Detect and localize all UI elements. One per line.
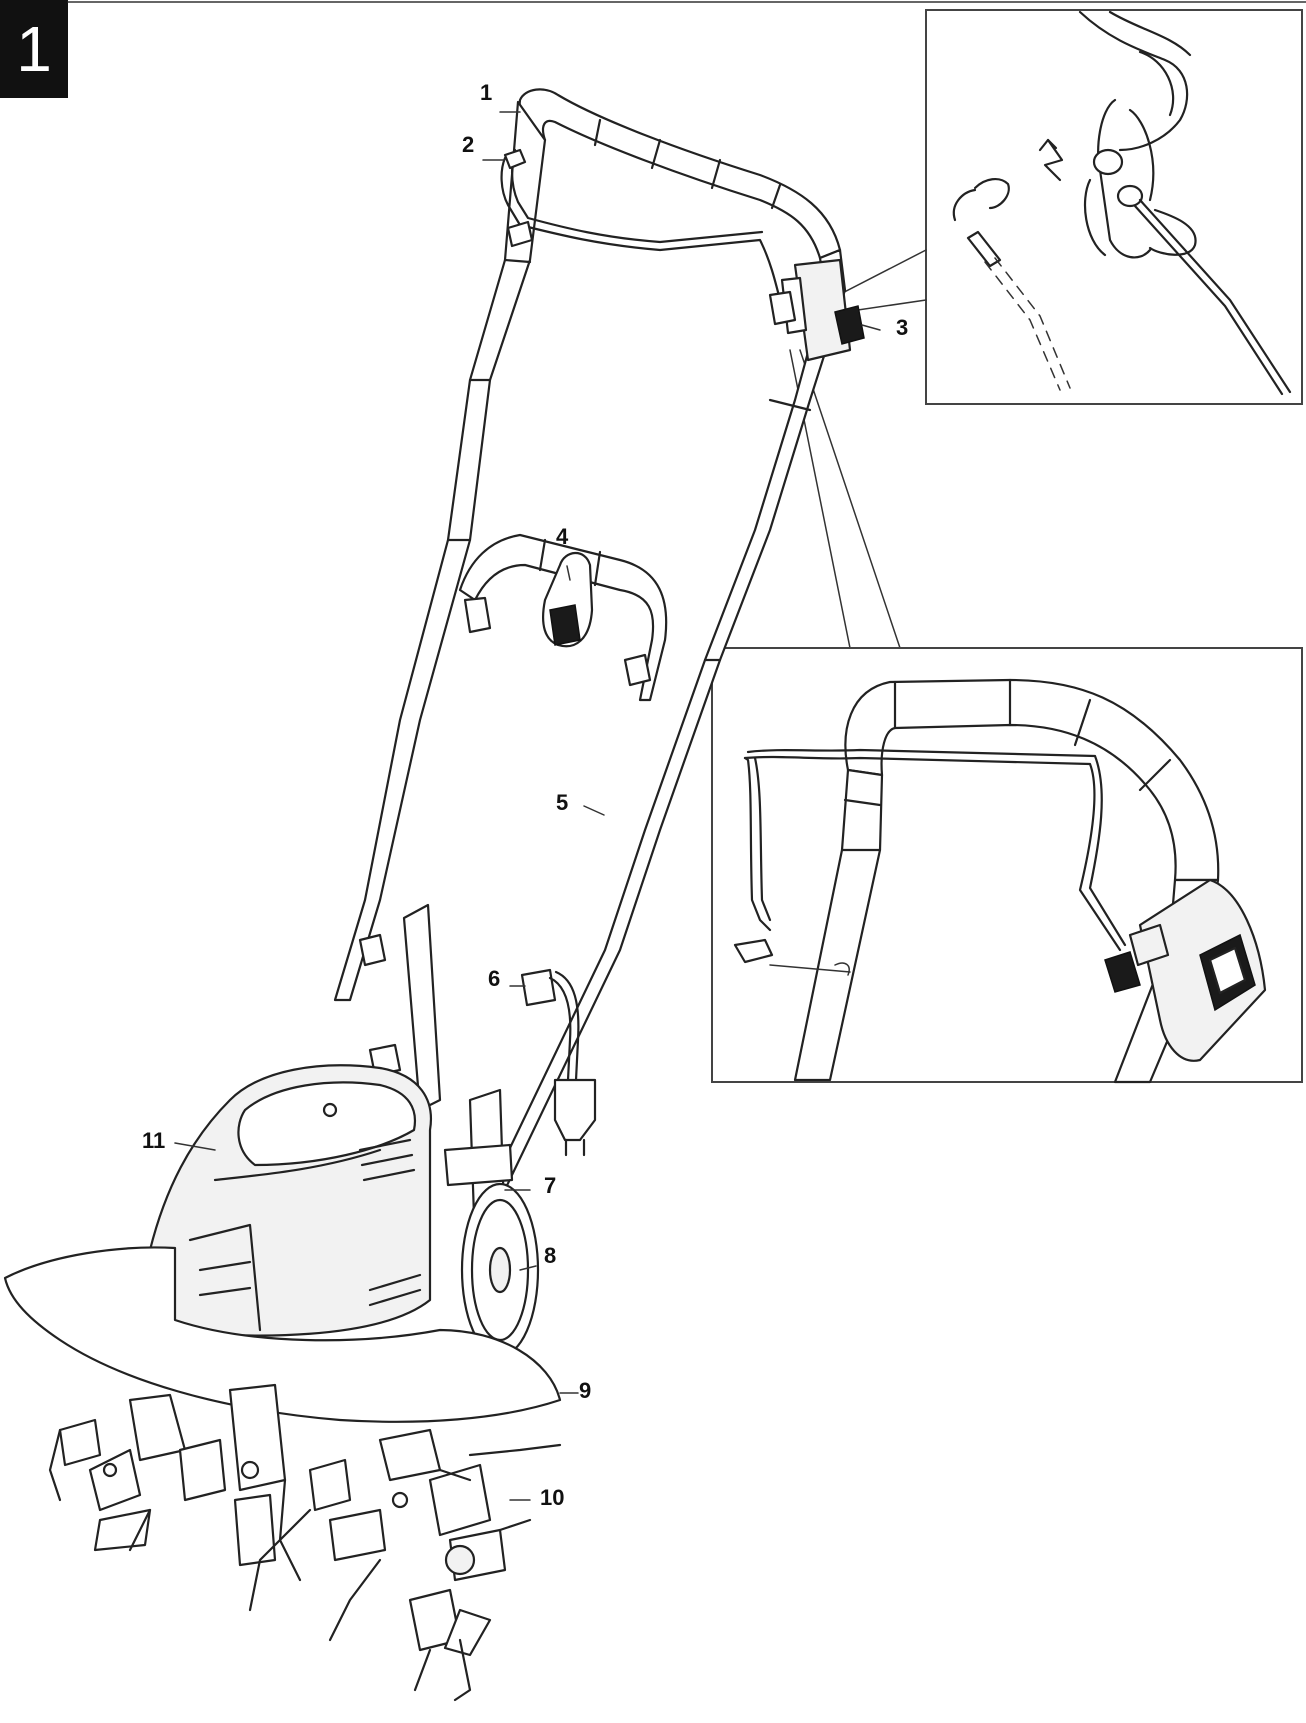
callout-7: 7 bbox=[544, 1173, 557, 1198]
callout-3: 3 bbox=[896, 315, 909, 340]
inset-cable-strain-relief bbox=[925, 9, 1303, 405]
figure-number-badge: 1 bbox=[0, 0, 68, 98]
leader-3 bbox=[861, 324, 881, 331]
inset-top-frame bbox=[925, 9, 1303, 405]
leader-11 bbox=[174, 1142, 216, 1151]
callout-5: 5 bbox=[556, 790, 569, 815]
leader-8 bbox=[519, 1265, 537, 1271]
zoom-line bbox=[799, 349, 901, 649]
leader-4 bbox=[566, 565, 571, 581]
tiller-main bbox=[3, 88, 865, 1702]
tiller-tines bbox=[48, 1383, 562, 1702]
callout-10: 10 bbox=[540, 1485, 565, 1510]
callout-4: 4 bbox=[556, 524, 569, 549]
callout-9: 9 bbox=[579, 1378, 592, 1403]
leader-5 bbox=[583, 805, 605, 816]
inset-cable-routing bbox=[711, 647, 1303, 1084]
callout-6: 6 bbox=[488, 966, 501, 991]
callout-1: 1 bbox=[480, 80, 493, 105]
callout-11: 11 bbox=[142, 1128, 166, 1153]
callout-2: 2 bbox=[462, 132, 475, 157]
callout-8: 8 bbox=[544, 1243, 557, 1268]
